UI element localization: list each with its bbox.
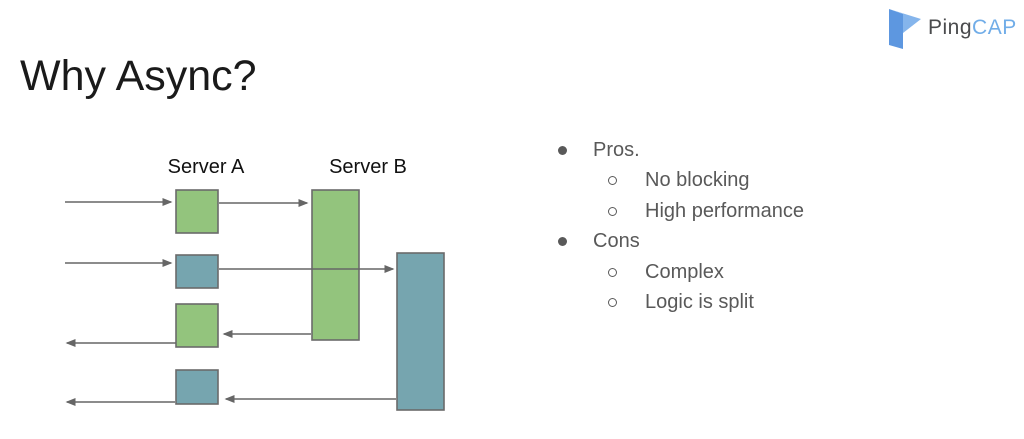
list-item-label: Complex: [645, 260, 724, 283]
bullet-circle-icon: [608, 298, 617, 308]
async-flow-diagram: [65, 189, 445, 411]
pingcap-flag-icon: [889, 9, 921, 49]
list-item-label: Pros.: [593, 138, 640, 161]
list-item-label: No blocking: [645, 169, 750, 192]
list-item-cons: Cons: [556, 227, 896, 258]
bullet-circle-icon: [608, 206, 617, 216]
server-a-task-box-2: [175, 254, 219, 289]
server-a-task-box-4: [175, 369, 219, 405]
server-b-task-box-1: [311, 189, 360, 341]
list-item-complex: Complex: [556, 257, 896, 288]
list-item-label: Cons: [593, 230, 640, 253]
list-item-high-performance: High performance: [556, 196, 896, 227]
pros-cons-list: Pros. No blocking High performance Cons …: [556, 135, 896, 318]
server-b-task-box-2: [396, 252, 445, 411]
server-a-label: Server A: [167, 156, 245, 178]
list-item-logic-is-split: Logic is split: [556, 288, 896, 319]
bullet-dot-icon: [558, 237, 567, 247]
server-b-label: Server B: [329, 156, 407, 178]
server-a-task-box-3: [175, 303, 219, 348]
slide-title: Why Async?: [20, 52, 257, 100]
list-item-label: Logic is split: [645, 291, 754, 314]
logo-text-cap: CAP: [972, 16, 1017, 39]
list-item-no-blocking: No blocking: [556, 166, 896, 197]
pingcap-logo: PingCAP: [886, 6, 1017, 50]
logo-wordmark: PingCAP: [928, 6, 1017, 50]
bullet-dot-icon: [558, 145, 567, 155]
logo-text-ping: Ping: [928, 16, 973, 39]
list-item-label: High performance: [645, 199, 804, 222]
list-item-pros: Pros.: [556, 135, 896, 166]
bullet-circle-icon: [608, 267, 617, 277]
bullet-circle-icon: [608, 176, 617, 186]
server-a-task-box-1: [175, 189, 219, 234]
